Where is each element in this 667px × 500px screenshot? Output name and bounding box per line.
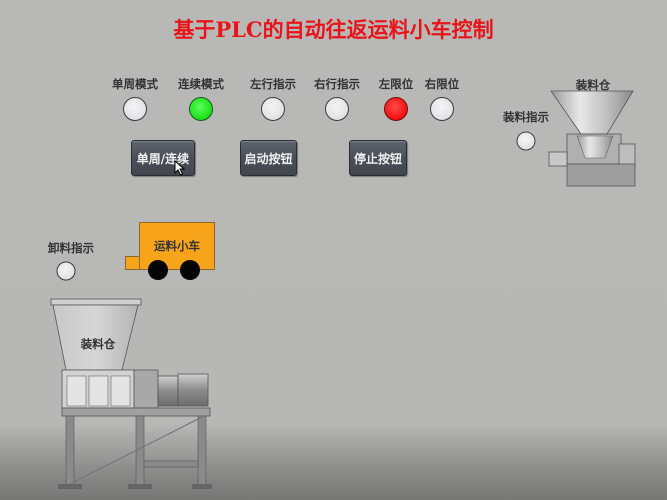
indicator-lamp-continuous bbox=[189, 97, 213, 121]
single-continuous-toggle-button[interactable]: 单周/连续 bbox=[131, 140, 195, 176]
indicator-lamp-single-cycle bbox=[123, 97, 147, 121]
cart-wheel-rear bbox=[180, 260, 200, 280]
unloading-indicator-label: 卸料指示 bbox=[48, 241, 94, 255]
indicator-label-left-limit: 左限位 bbox=[378, 77, 414, 91]
loading-hopper-label: 装料仓 bbox=[575, 78, 611, 92]
stop-button[interactable]: 停止按钮 bbox=[349, 140, 407, 176]
indicator-lamp-move-left bbox=[261, 97, 285, 121]
indicator-lamp-right-limit bbox=[430, 97, 454, 121]
indicator-label-move-left: 左行指示 bbox=[250, 77, 296, 91]
mouse-cursor-icon bbox=[174, 160, 186, 176]
start-button-label: 启动按钮 bbox=[244, 151, 293, 166]
unloading-indicator-lamp bbox=[56, 261, 76, 281]
loading-indicator-lamp bbox=[516, 131, 536, 151]
start-button[interactable]: 启动按钮 bbox=[240, 140, 297, 176]
indicator-lamp-move-right bbox=[325, 97, 349, 121]
cart-label: 运料小车 bbox=[154, 239, 200, 253]
unloading-hopper-label: 装料仓 bbox=[80, 337, 116, 351]
indicator-label-single-cycle: 单周模式 bbox=[112, 77, 158, 91]
material-cart: 运料小车 bbox=[125, 222, 215, 282]
stop-button-label: 停止按钮 bbox=[353, 151, 402, 166]
page-title: 基于PLC的自动往返运料小车控制 bbox=[173, 17, 494, 42]
indicator-label-continuous: 连续模式 bbox=[178, 77, 224, 91]
indicator-label-move-right: 右行指示 bbox=[314, 77, 360, 91]
cart-wheel-front bbox=[148, 260, 168, 280]
indicator-label-right-limit: 右限位 bbox=[424, 77, 460, 91]
unloading-hopper-machine-icon bbox=[50, 298, 212, 489]
loading-indicator-label: 装料指示 bbox=[503, 110, 549, 124]
loading-hopper-machine-icon bbox=[548, 90, 636, 187]
indicator-lamp-left-limit bbox=[384, 97, 408, 121]
